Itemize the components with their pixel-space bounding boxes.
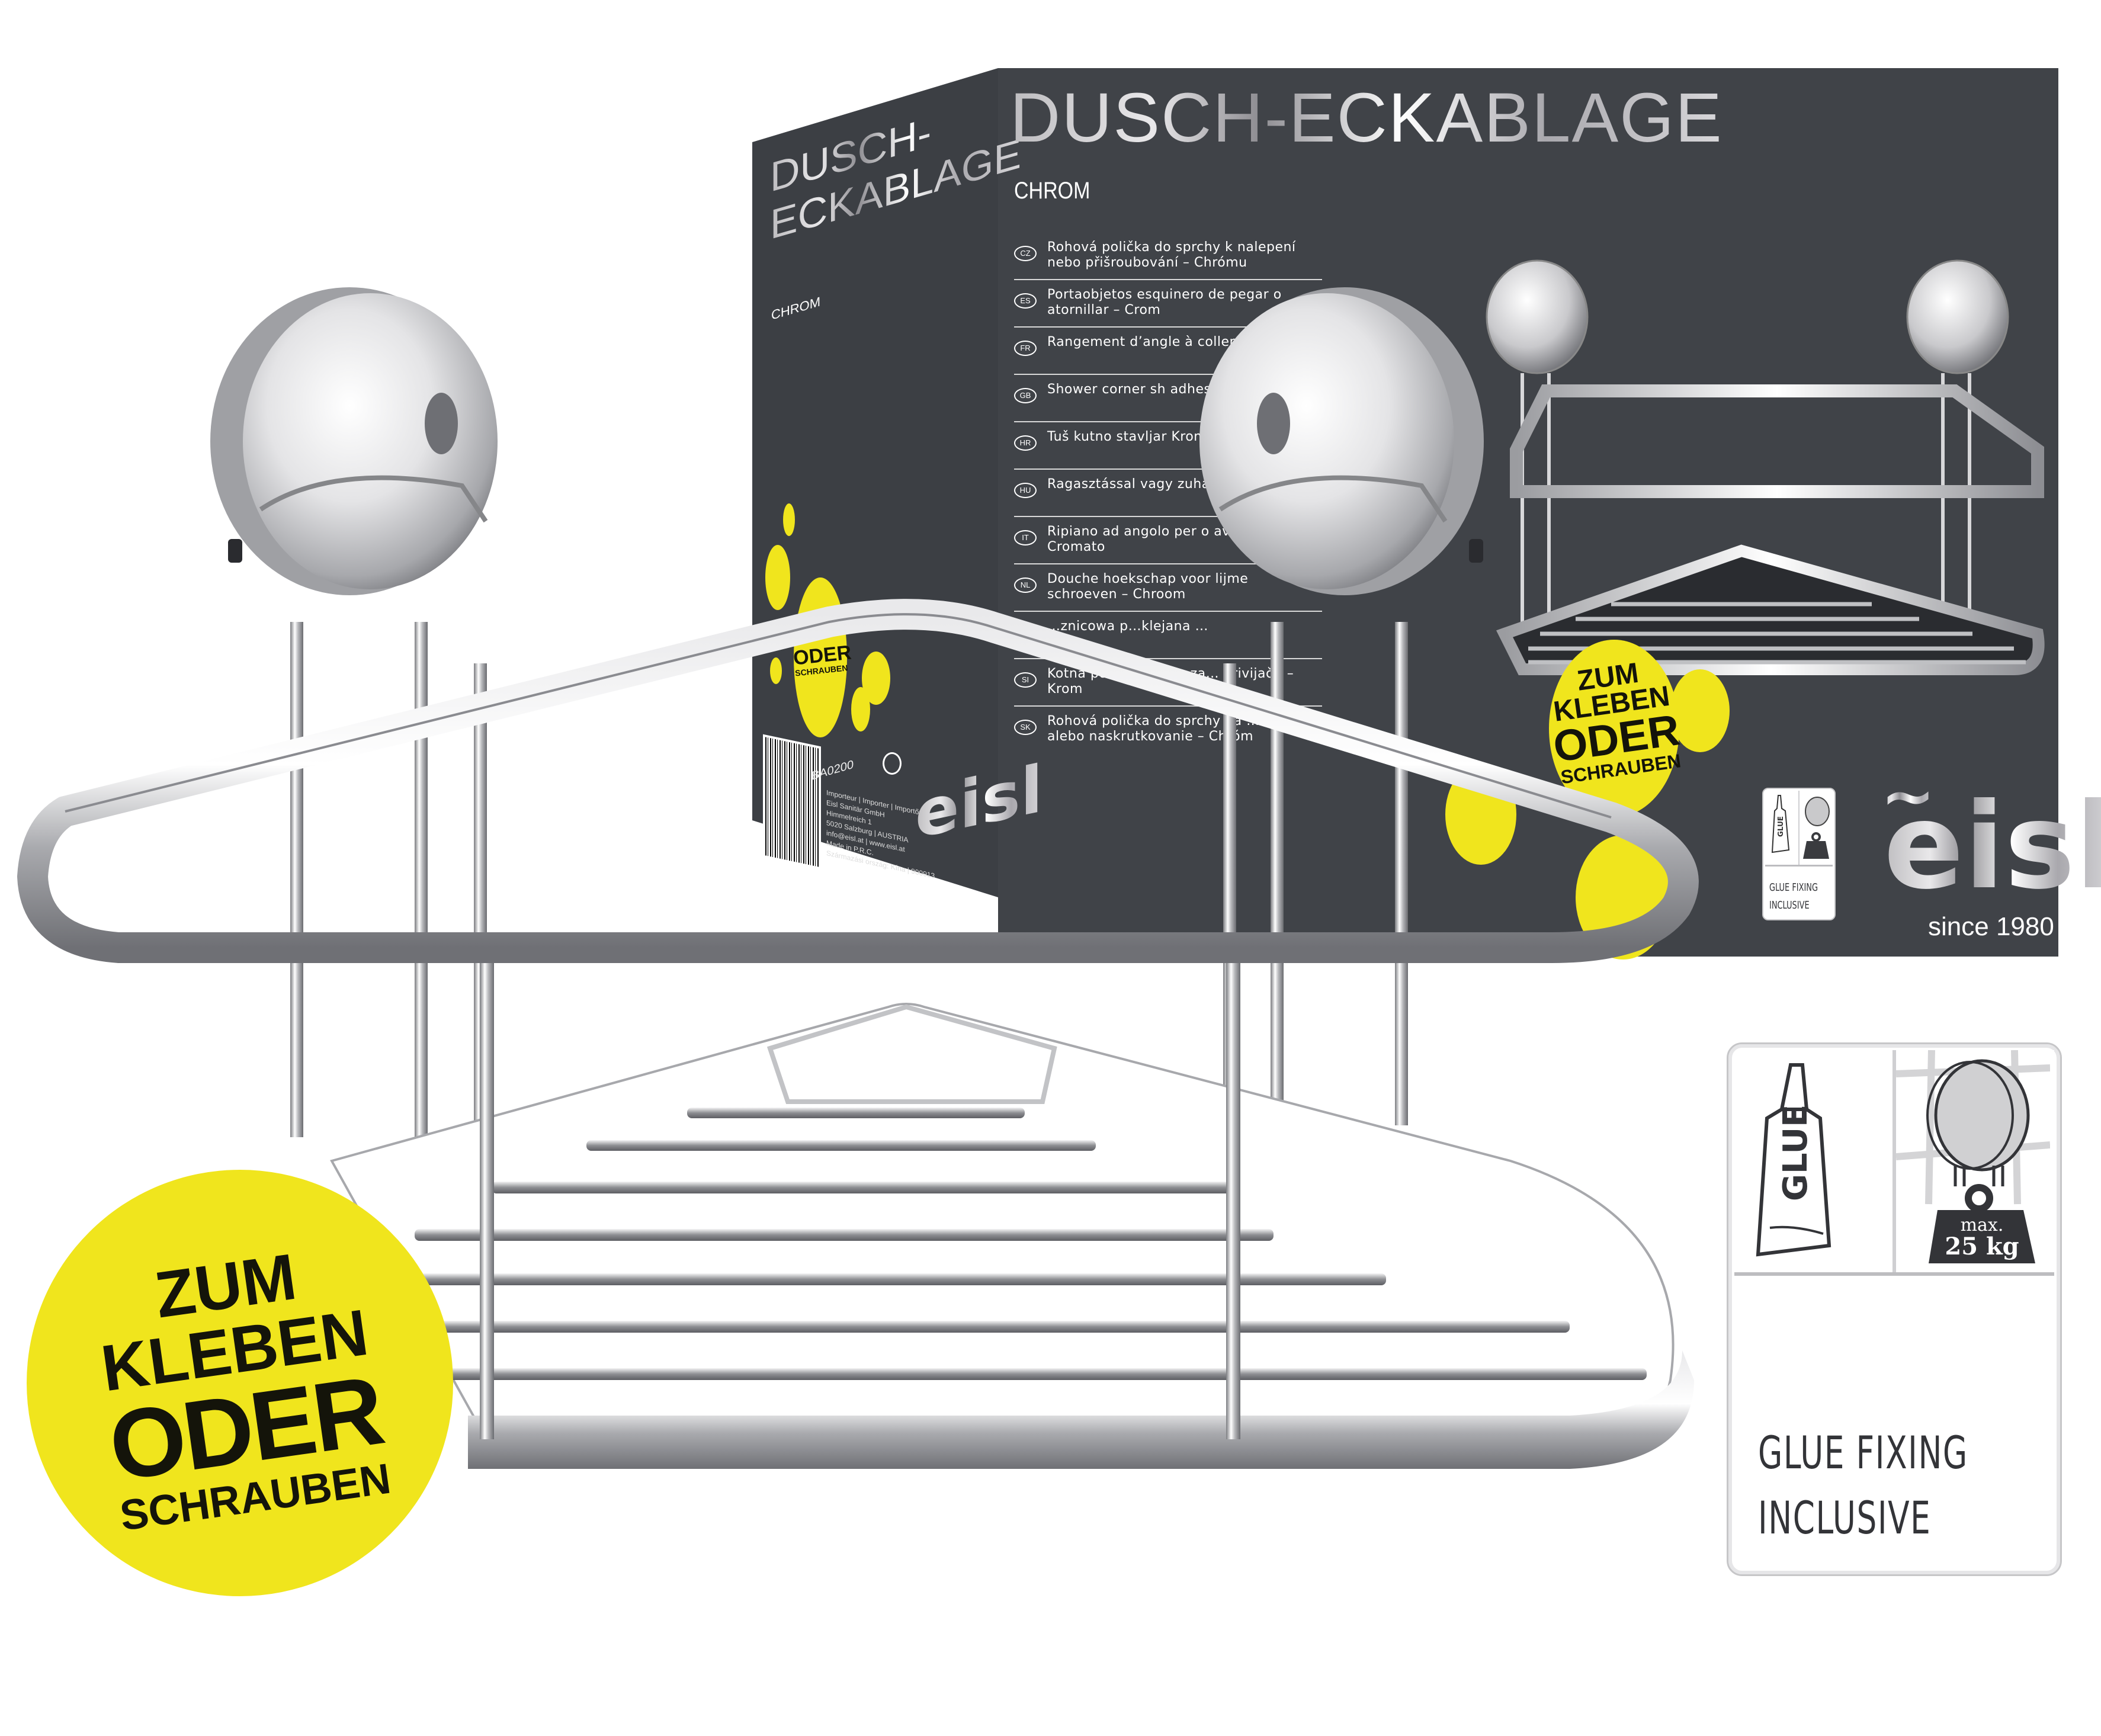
wall-mount-disc-right: [1199, 287, 1484, 595]
glue-caption-line-2: INCLUSIVE: [1769, 899, 1810, 912]
front-glue-fixing-badge: GLUE GLUE FIXING INCLUSIVE: [1762, 788, 1836, 920]
country-code-badge: FR: [1014, 341, 1037, 356]
glue-fixing-badge: GLUE max. 25 kg GLUE FIXING INCLUSIVE: [1727, 1042, 2062, 1576]
box-front-panel: [998, 68, 2058, 957]
front-panel-badge: ZUM KLEBEN ODER SCHRAUBEN: [1549, 640, 1683, 817]
weight-capacity-icon: [1798, 791, 1833, 865]
brand-tagline: since 1980: [1928, 912, 2054, 941]
language-text: Douche hoekschap voor lijme schroeven – …: [1047, 572, 1249, 602]
side-panel-badge: ODER SCHRAUBEN: [792, 577, 852, 737]
country-code-badge: SI: [1014, 672, 1037, 688]
language-text: Rohová polička do sprchy k nalepení nebo…: [1047, 240, 1296, 270]
weight-capacity-icon: max. 25 kg: [1892, 1050, 2054, 1272]
svg-text:25 kg: 25 kg: [1945, 1233, 2019, 1260]
upper-rim: [17, 599, 1699, 963]
language-text: Tuš kutno stavljar Krom: [1047, 429, 1207, 444]
decorative-dot: [1670, 669, 1730, 752]
glue-caption-line-1: GLUE FIXING: [1758, 1426, 1968, 1479]
front-rod-right: [1226, 948, 1240, 1439]
country-code-badge: GB: [1014, 388, 1037, 403]
country-code-badge: HR: [1014, 435, 1037, 451]
box-product-illustration: [1486, 259, 2045, 675]
language-text: Portaobjetos esquinero de pegar o atorni…: [1047, 287, 1282, 317]
mounting-option-badge: ZUM KLEBEN ODER SCHRAUBEN: [27, 1170, 453, 1596]
language-text: …znicowa p…klejana …: [1047, 619, 1208, 634]
svg-text:GLUE: GLUE: [1776, 816, 1785, 837]
glue-tube-icon: GLUE: [1734, 1050, 1892, 1272]
svg-text:GLUE: GLUE: [1776, 1105, 1815, 1201]
country-code-badge: IT: [1014, 530, 1037, 545]
decorative-dot: [770, 657, 782, 684]
country-code-badge: ES: [1014, 293, 1037, 309]
language-row-pl: PL…znicowa p…klejana …: [1014, 619, 1322, 659]
wall-mount-disc-left: [210, 287, 498, 595]
brand-logo: eisl: [1884, 788, 2101, 906]
glue-caption-line-1: GLUE FIXING: [1769, 881, 1818, 894]
language-row-cz: CZ Rohová polička do sprchy k nalepení ne…: [1014, 240, 1322, 280]
product-subtitle: CHROM: [1014, 178, 1090, 204]
lower-basket: [330, 1003, 1694, 1469]
glue-tube-icon: GLUE: [1765, 791, 1798, 865]
country-code-badge: CZ: [1014, 246, 1037, 261]
language-row-es: ES Portaobjetos esquinero de pegar o ator…: [1014, 287, 1322, 328]
country-code-badge: NL: [1014, 577, 1037, 593]
decorative-dot: [851, 687, 870, 731]
recycle-icon: [883, 752, 902, 775]
country-code-badge: SK: [1014, 720, 1037, 735]
language-row-nl: NL Douche hoekschap voor lijme schroeven …: [1014, 572, 1322, 612]
decorative-dot: [783, 503, 795, 536]
decorative-dot: [765, 545, 790, 610]
brand-logo-tilde-icon: ~: [1881, 758, 1935, 834]
language-row-hr: HR Tuš kutno stavljar Krom: [1014, 429, 1322, 470]
country-code-badge: HU: [1014, 483, 1037, 498]
product-title: DUSCH-ECKABLAGE: [1010, 79, 1723, 157]
glue-caption-line-2: INCLUSIVE: [1758, 1491, 1932, 1544]
svg-text:max.: max.: [1961, 1215, 2004, 1236]
front-rod-left: [480, 948, 494, 1439]
